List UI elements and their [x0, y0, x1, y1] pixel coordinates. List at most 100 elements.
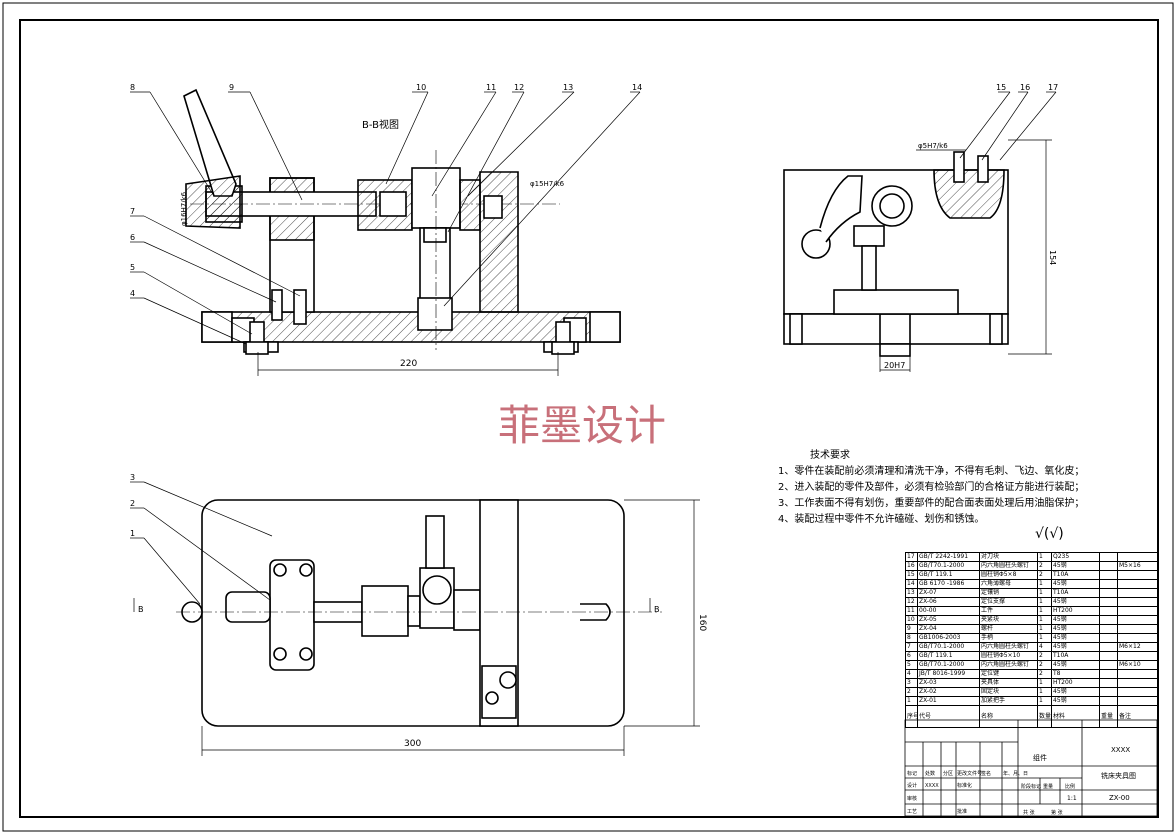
- bom-cell-blank: [1099, 579, 1118, 589]
- bom-cell-blank: [1099, 570, 1118, 580]
- tb-weight: 重量: [1043, 783, 1053, 790]
- tech-note-2: 2、进入装配的零件及部件，必须有检验部门的合格证方能进行装配；: [778, 482, 1085, 493]
- section-title: B-B视图: [362, 118, 399, 131]
- bom-cell-qty: 1: [1037, 687, 1052, 697]
- bom-cell-qty: 2: [1037, 660, 1052, 670]
- balloon-3: 3: [130, 473, 135, 482]
- balloon-15: 15: [996, 83, 1006, 92]
- bom-cell-qty: 1: [1037, 597, 1052, 607]
- bom-cell-no: 10: [905, 615, 918, 625]
- bom-cell-qty: 2: [1037, 669, 1052, 679]
- tb-mark-3: 分区: [943, 770, 953, 777]
- bom-cell-code: ZX-01: [917, 696, 980, 706]
- bom-cell-qty: 1: [1037, 696, 1052, 706]
- title-block: 组件 XXXX 铣床夹具图 ZX-00 阶段标记 重量 比例 1:1 共 张 第…: [907, 746, 1136, 816]
- fit-side-label: φ5H7/k6: [918, 142, 948, 150]
- dim-front-width: [257, 352, 559, 376]
- tb-company: XXXX: [1111, 746, 1130, 754]
- bom-cell-qty: 1: [1037, 633, 1052, 643]
- bom-cell-blank: [1099, 588, 1118, 598]
- watermark-text: 菲墨设计: [498, 401, 666, 450]
- bom-cell-qty: 1: [1037, 624, 1052, 634]
- bom-cell-no: 11: [905, 606, 918, 616]
- roughness-symbol: √(√): [1035, 526, 1064, 542]
- tb-assembly: 组件: [1033, 753, 1047, 762]
- bom-cell-note: [1117, 696, 1158, 706]
- bom-cell-name: 手柄: [979, 633, 1038, 643]
- tech-note-3: 3、工作表面不得有划伤，重要部件的配合面表面处理后用油脂保护；: [778, 498, 1085, 509]
- bom-cell-name: 圆柱销Φ5×8: [979, 570, 1038, 580]
- bom-cell-name: 工件: [979, 606, 1038, 616]
- tech-title: 技术要求: [810, 450, 850, 461]
- tb-mark-5: 签名: [981, 770, 991, 777]
- bom-cell-qty: 1: [1037, 606, 1052, 616]
- bom-cell-code: GB/T 119.1: [917, 570, 980, 580]
- bom-cell-note: M6×10: [1117, 660, 1158, 670]
- bom-cell-code: ZX-06: [917, 597, 980, 607]
- bom-cell-code: GB/T70.1-2000: [917, 642, 980, 652]
- bom-cell-no: 3: [905, 678, 918, 688]
- tb-process: 工艺: [907, 809, 917, 815]
- tb-sheet: 第 张: [1051, 809, 1063, 816]
- bom-cell-mat: 45钢: [1051, 687, 1100, 697]
- bom-cell-name: 内六角圆柱头螺钉: [979, 561, 1038, 571]
- bom-cell-mat: 45钢: [1051, 561, 1100, 571]
- dim-side-bottom: 20H7: [884, 361, 905, 370]
- balloon-4: 4: [130, 289, 135, 298]
- bom-cell-note: [1117, 651, 1158, 661]
- bom-cell-mat: HT200: [1051, 678, 1100, 688]
- technical-requirements: 技术要求 1、零件在装配前必须清理和清洗干净，不得有毛刺、飞边、氧化皮； 2、进…: [778, 448, 1138, 528]
- bom-cell-note: [1117, 678, 1158, 688]
- bom-cell-no: 15: [905, 570, 918, 580]
- bom-cell-qty: 1: [1037, 615, 1052, 625]
- bom-cell-mat: 45钢: [1051, 597, 1100, 607]
- side-dims: [879, 91, 1057, 372]
- bom-cell-note: [1117, 570, 1158, 580]
- section-mark-left: B: [138, 605, 144, 614]
- bom-cell-code: ZX-04: [917, 624, 980, 634]
- bom-cell-no: 6: [905, 651, 918, 661]
- bom-cell-blank: [1099, 651, 1118, 661]
- bom-cell-no: 1: [905, 696, 918, 706]
- balloon-12: 12: [514, 83, 524, 92]
- bom-cell-blank: [1099, 615, 1118, 625]
- bom-cell-code: GB/T70.1-2000: [917, 660, 980, 670]
- bom-header-note: 备注: [1117, 705, 1158, 728]
- bom-cell-no: 7: [905, 642, 918, 652]
- bom-cell-blank: [1099, 678, 1118, 688]
- top-dims: [130, 481, 700, 756]
- section-mark-right: B: [654, 605, 660, 614]
- bom-cell-mat: 45钢: [1051, 660, 1100, 670]
- bom-cell-note: [1117, 579, 1158, 589]
- balloon-13: 13: [563, 83, 573, 92]
- bom-cell-code: GB/T70.1-2000: [917, 561, 980, 571]
- bom-cell-name: 定位键: [979, 669, 1038, 679]
- bom-cell-blank: [1099, 642, 1118, 652]
- bom-cell-qty: 1: [1037, 579, 1052, 589]
- bom-cell-note: [1117, 669, 1158, 679]
- bom-cell-code: JB/T 8016-1999: [917, 669, 980, 679]
- fit-left-label: φ16H7/k6: [180, 191, 188, 226]
- bom-cell-name: 固定块: [979, 687, 1038, 697]
- bom-cell-blank: [1099, 660, 1118, 670]
- bom-cell-no: 16: [905, 561, 918, 571]
- bom-cell-qty: 4: [1037, 642, 1052, 652]
- tb-drawing-no: ZX-00: [1109, 794, 1130, 802]
- bom-cell-mat: 45钢: [1051, 696, 1100, 706]
- bom-cell-name: 夹紧块: [979, 615, 1038, 625]
- tb-drawing-name: 铣床夹具图: [1101, 771, 1136, 780]
- bom-cell-no: 2: [905, 687, 918, 697]
- bom-cell-no: 13: [905, 588, 918, 598]
- bom-cell-blank: [1099, 669, 1118, 679]
- dim-front-width-label: 220: [400, 359, 417, 369]
- bom-cell-blank: [1099, 633, 1118, 643]
